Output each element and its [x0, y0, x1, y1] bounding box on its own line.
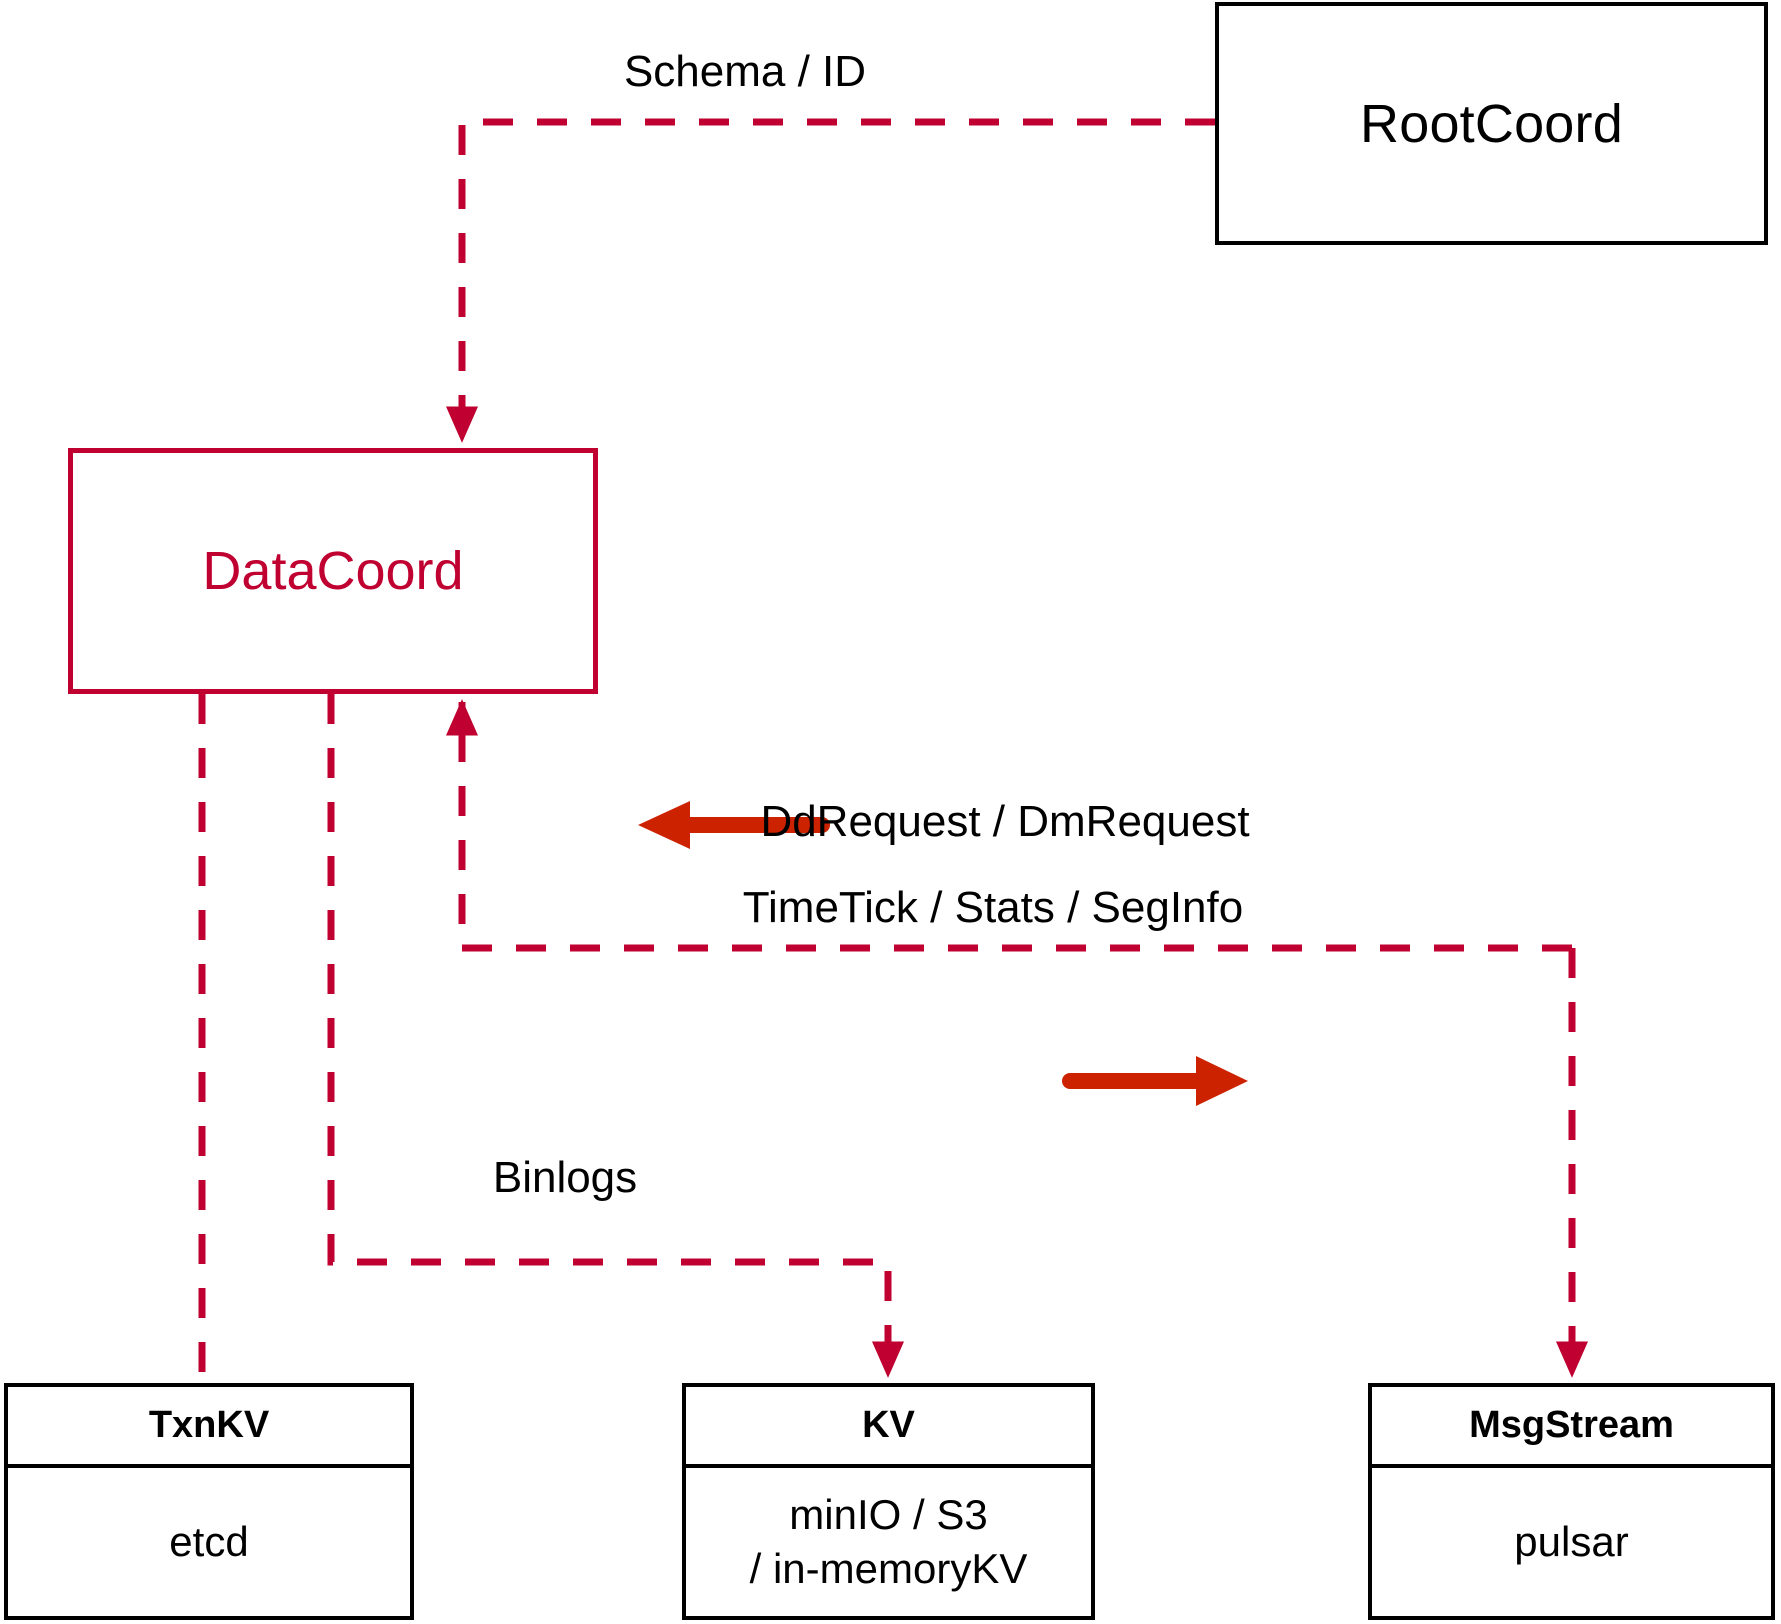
edge-label-timetick-stats-seginfo: TimeTick / Stats / SegInfo — [742, 883, 1244, 932]
node-msgstream-title: MsgStream — [1372, 1387, 1771, 1468]
node-msgstream[interactable]: MsgStream pulsar — [1368, 1383, 1775, 1620]
node-txnkv[interactable]: TxnKV etcd — [4, 1383, 414, 1620]
node-kv[interactable]: KV minIO / S3 / in-memoryKV — [682, 1383, 1095, 1620]
node-datacoord[interactable]: DataCoord — [68, 448, 598, 694]
node-msgstream-body-line: pulsar — [1514, 1518, 1629, 1566]
node-kv-body-line: minIO / S3 — [789, 1491, 988, 1539]
right-arrow-icon — [1062, 1056, 1248, 1106]
edge-label-binlogs: Binlogs — [492, 1153, 638, 1202]
node-txnkv-body-line: etcd — [169, 1518, 249, 1566]
node-msgstream-body: pulsar — [1372, 1468, 1771, 1616]
edge-label-ddrequest-dmrequest: DdRequest / DmRequest — [760, 797, 1250, 846]
node-txnkv-body: etcd — [8, 1468, 410, 1616]
node-kv-body: minIO / S3 / in-memoryKV — [686, 1468, 1091, 1616]
node-rootcoord[interactable]: RootCoord — [1215, 2, 1768, 245]
edge-rootcoord-to-datacoord — [445, 118, 1215, 443]
node-datacoord-label: DataCoord — [202, 541, 464, 601]
node-txnkv-title: TxnKV — [8, 1387, 410, 1468]
edge-label-schema-id: Schema / ID — [623, 47, 867, 96]
node-kv-title: KV — [686, 1387, 1091, 1468]
node-kv-body-line: / in-memoryKV — [749, 1545, 1028, 1592]
node-rootcoord-label: RootCoord — [1360, 93, 1623, 154]
